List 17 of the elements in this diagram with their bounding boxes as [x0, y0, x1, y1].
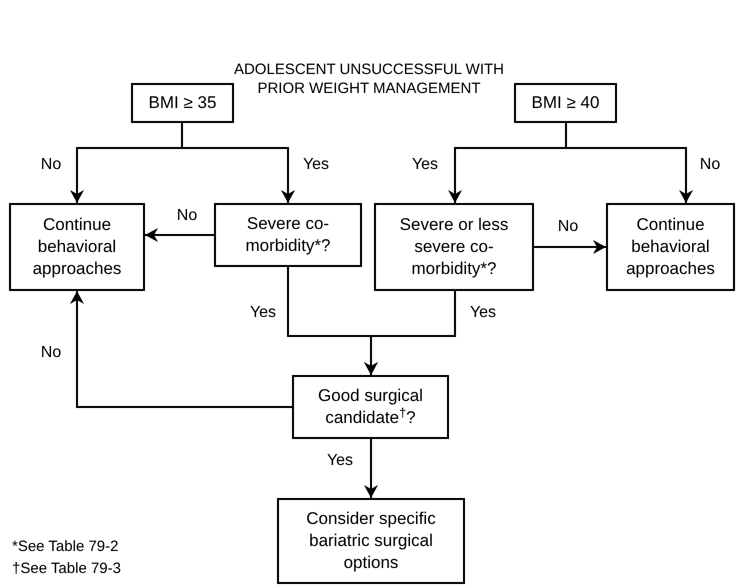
- arrow: [364, 291, 456, 375]
- footnote: *See Table 79-2: [12, 538, 118, 556]
- arrow: [70, 291, 292, 408]
- process-box: Continue behavioral approaches: [9, 203, 145, 291]
- process-box: Severe or less severe co-morbidity*?: [374, 203, 534, 291]
- arrow: [145, 228, 214, 242]
- arrow: [565, 123, 693, 203]
- condition-box: BMI ≥ 40: [514, 83, 617, 123]
- title: ADOLESCENT UNSUCCESSFUL WITH PRIOR WEIGHT MANAGEMENT: [232, 60, 506, 98]
- condition-box: BMI ≥ 35: [131, 83, 234, 123]
- process-box: Continue behavioral approaches: [606, 203, 735, 291]
- arrow: [364, 439, 378, 498]
- footnote: †See Table 79-3: [12, 560, 121, 578]
- process-box: Severe co-morbidity*?: [214, 203, 362, 267]
- process-box: Consider specific bariatric surgical options: [277, 498, 465, 584]
- arrow: [534, 240, 606, 254]
- process-box: Good surgical candidate$^{†}$?: [292, 375, 449, 439]
